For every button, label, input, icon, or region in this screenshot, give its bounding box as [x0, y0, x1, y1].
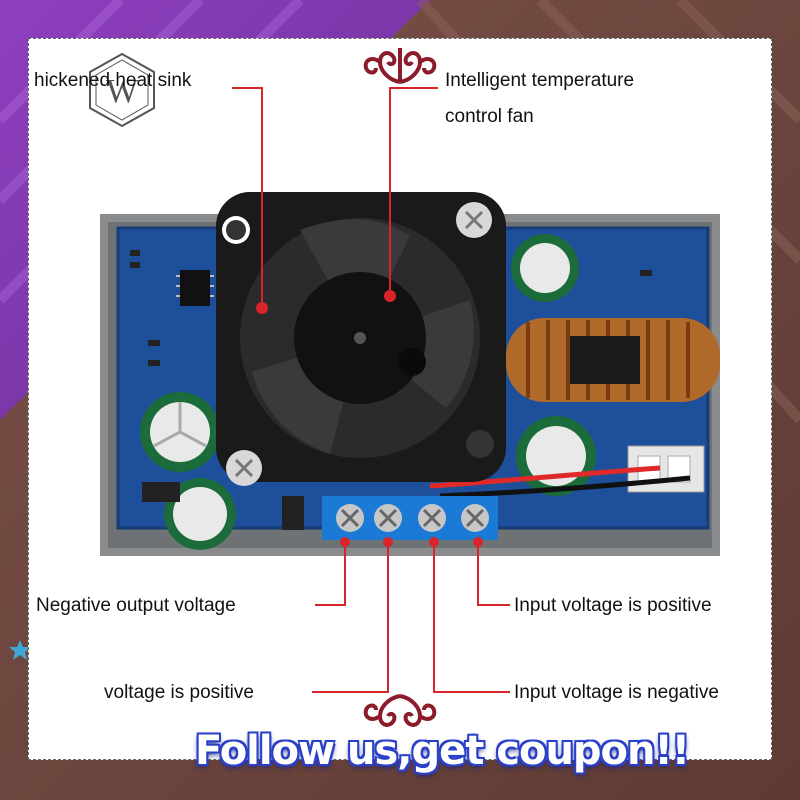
label-output-positive: voltage is positive	[104, 682, 254, 703]
top-ornament	[363, 48, 437, 84]
label-negative-output: Negative output voltage	[36, 595, 236, 616]
label-fan-line1: Intelligent temperature	[445, 70, 635, 91]
label-input-negative: Input voltage is negative	[514, 682, 719, 703]
svg-text:W: W	[106, 73, 139, 110]
label-fan-line2: control fan	[445, 106, 534, 127]
label-heat-sink: hickened heat sink	[34, 70, 192, 91]
watermark-logo: W	[89, 52, 155, 128]
promo-banner: Follow us,get coupon!!	[195, 728, 690, 774]
bottom-ornament	[363, 694, 437, 727]
label-input-positive: Input voltage is positive	[514, 595, 712, 616]
